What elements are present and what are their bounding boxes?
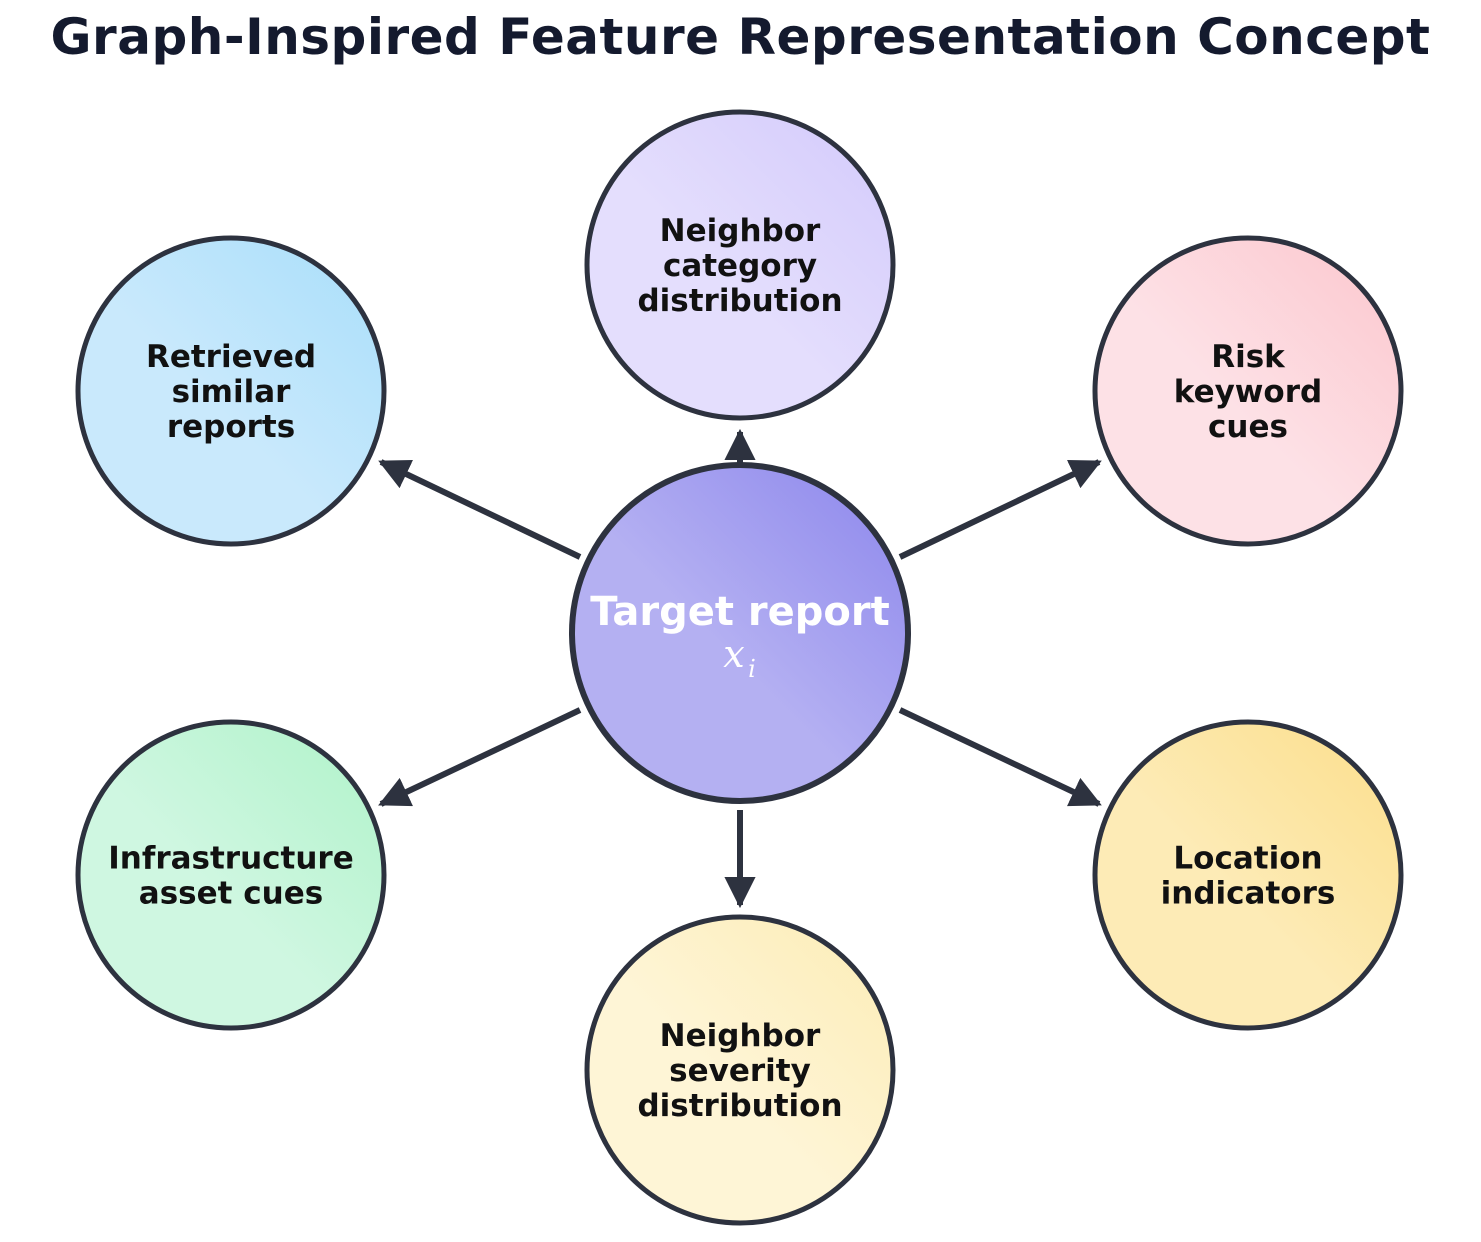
center-math-subscript: i [748, 655, 756, 683]
node-label-line: similar [172, 374, 292, 410]
node-label-line: distribution [637, 1088, 842, 1124]
node-label-line: Risk [1211, 339, 1286, 375]
arrow-to-risk-keyword [898, 459, 1102, 560]
arrow-to-location-indicators [898, 707, 1102, 807]
node-label-line: indicators [1161, 876, 1336, 912]
diagram-title: Graph-Inspired Feature Representation Co… [50, 8, 1431, 66]
node-label-line: severity [669, 1053, 811, 1089]
node-label-line: cues [1208, 409, 1288, 445]
center-label: Target report [590, 589, 889, 635]
node-label-line: Neighbor [660, 1018, 821, 1054]
node-circle [1092, 235, 1404, 547]
center-math-symbol: x [723, 632, 744, 676]
node-circle [1092, 719, 1404, 1031]
node-label-line: distribution [637, 283, 842, 319]
center-circle [569, 462, 911, 804]
node-label-line: category [663, 248, 817, 284]
node-label-line: asset cues [139, 876, 323, 912]
node-label-line: Neighbor [660, 213, 821, 249]
node-circle [584, 109, 896, 421]
node-label-line: Infrastructure [108, 841, 354, 877]
node-label-line: Retrieved [146, 339, 316, 375]
node-label-line: keyword [1174, 374, 1322, 410]
arrow-to-retrieved-similar [378, 459, 582, 560]
arrow-to-infrastructure-asset [378, 707, 582, 807]
node-circle [584, 914, 896, 1226]
node-circle [75, 719, 387, 1031]
node-circle [75, 235, 387, 547]
node-label-line: Location [1173, 841, 1322, 877]
node-label-line: reports [167, 409, 295, 445]
